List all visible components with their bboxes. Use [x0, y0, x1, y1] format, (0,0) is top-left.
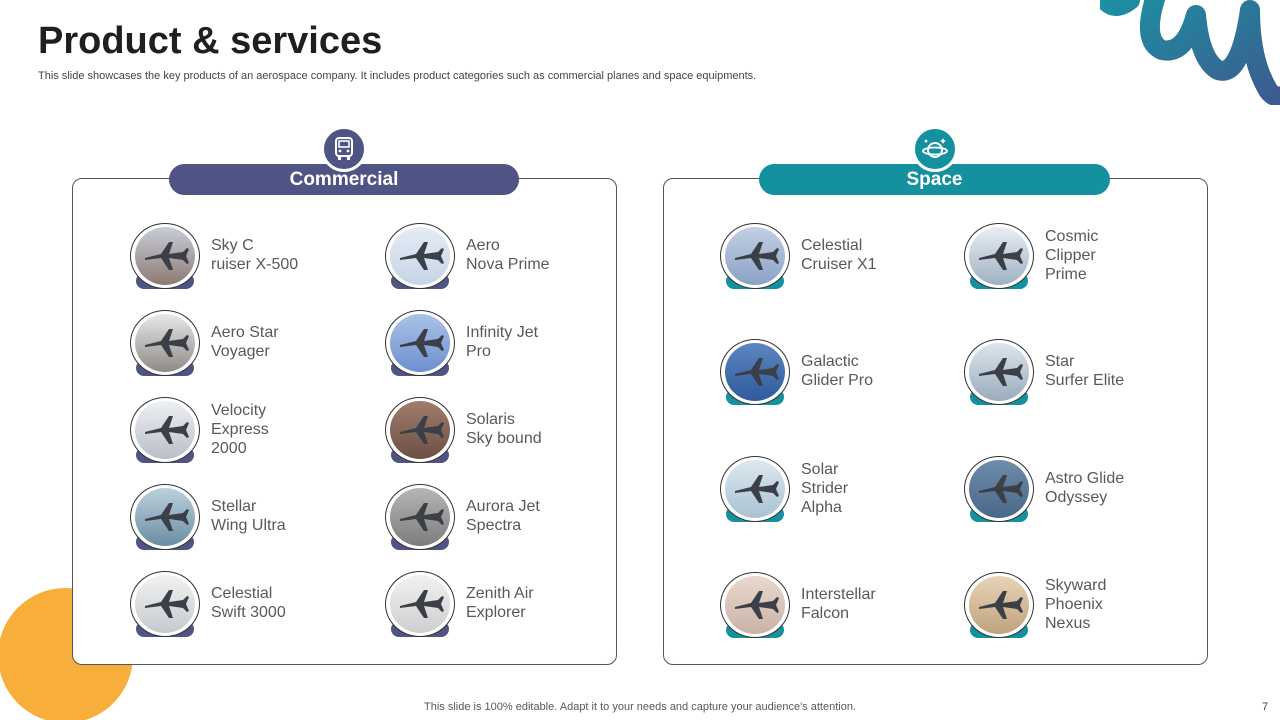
product-name: Interstellar Falcon: [801, 586, 876, 622]
product-name: Zenith Air Explorer: [466, 585, 534, 621]
space-product-item: Astro Glide Odyssey: [964, 456, 1204, 526]
commercial-product-item: Celestial Swift 3000: [130, 571, 370, 641]
commercial-product-item: Infinity Jet Pro: [385, 310, 625, 380]
commercial-product-item: Velocity Express 2000: [130, 397, 370, 467]
product-image-badge: [385, 310, 455, 380]
aircraft-photo: [969, 460, 1029, 518]
planet-icon: [912, 126, 958, 172]
product-name: Galactic Glider Pro: [801, 353, 874, 389]
aircraft-photo: [725, 460, 785, 518]
commercial-product-item: Solaris Sky bound: [385, 397, 625, 467]
aircraft-photo: [725, 227, 785, 285]
commercial-product-item: Sky C ruiser X-500: [130, 223, 370, 293]
space-product-item: Interstellar Falcon: [720, 572, 960, 642]
product-name: Astro Glide Odyssey: [1045, 470, 1125, 506]
space-product-item: Celestial Cruiser X1: [720, 223, 960, 293]
aircraft-photo: [969, 227, 1029, 285]
space-product-item: Skyward Phoenix Nexus: [964, 572, 1204, 642]
product-image-badge: [130, 484, 200, 554]
bus-icon: [321, 126, 367, 172]
page-number: 7: [1262, 701, 1269, 713]
commercial-product-item: Aero Nova Prime: [385, 223, 625, 293]
aircraft-photo: [969, 576, 1029, 634]
aircraft-photo: [390, 488, 450, 546]
aircraft-photo: [725, 576, 785, 634]
aircraft-photo: [969, 343, 1029, 401]
aircraft-photo: [135, 401, 195, 459]
commercial-product-item: Zenith Air Explorer: [385, 571, 625, 641]
commercial-product-item: Aero Star Voyager: [130, 310, 370, 380]
aircraft-photo: [725, 343, 785, 401]
product-image-badge: [130, 310, 200, 380]
aircraft-photo: [135, 314, 195, 372]
decorative-swirl: [1100, 0, 1280, 105]
aircraft-photo: [390, 401, 450, 459]
slide-subtitle: This slide showcases the key products of…: [38, 70, 757, 82]
product-image-badge: [720, 456, 790, 526]
product-image-badge: [385, 571, 455, 641]
commercial-product-item: Aurora Jet Spectra: [385, 484, 625, 554]
space-product-item: Galactic Glider Pro: [720, 339, 960, 409]
product-name: Solar Strider Alpha: [801, 460, 849, 516]
product-name: Infinity Jet Pro: [466, 324, 539, 360]
aircraft-photo: [135, 575, 195, 633]
aircraft-photo: [135, 488, 195, 546]
product-image-badge: [720, 339, 790, 409]
product-name: Celestial Cruiser X1: [801, 237, 877, 273]
product-name: Skyward Phoenix Nexus: [1045, 576, 1107, 632]
product-image-badge: [385, 397, 455, 467]
space-product-item: Star Surfer Elite: [964, 339, 1204, 409]
product-image-badge: [385, 484, 455, 554]
aircraft-photo: [390, 314, 450, 372]
product-image-badge: [130, 571, 200, 641]
product-image-badge: [130, 223, 200, 293]
space-product-item: Cosmic Clipper Prime: [964, 223, 1204, 293]
aircraft-photo: [390, 227, 450, 285]
footer-note: This slide is 100% editable. Adapt it to…: [424, 701, 856, 713]
product-name: Aero Star Voyager: [211, 324, 279, 360]
product-name: Celestial Swift 3000: [211, 585, 286, 621]
product-image-badge: [130, 397, 200, 467]
product-name: Star Surfer Elite: [1045, 353, 1125, 389]
product-image-badge: [720, 223, 790, 293]
slide-title: Product & services: [38, 20, 383, 62]
product-image-badge: [720, 572, 790, 642]
product-name: Aero Nova Prime: [466, 237, 550, 273]
product-name: Stellar Wing Ultra: [211, 498, 286, 534]
product-image-badge: [964, 223, 1034, 293]
product-name: Cosmic Clipper Prime: [1045, 227, 1099, 283]
commercial-product-item: Stellar Wing Ultra: [130, 484, 370, 554]
aircraft-photo: [135, 227, 195, 285]
product-name: Velocity Express 2000: [211, 401, 269, 457]
product-image-badge: [385, 223, 455, 293]
aircraft-photo: [390, 575, 450, 633]
space-product-item: Solar Strider Alpha: [720, 456, 960, 526]
product-name: Aurora Jet Spectra: [466, 498, 540, 534]
product-image-badge: [964, 572, 1034, 642]
product-name: Solaris Sky bound: [466, 411, 542, 447]
product-image-badge: [964, 339, 1034, 409]
product-image-badge: [964, 456, 1034, 526]
product-name: Sky C ruiser X-500: [211, 237, 299, 273]
